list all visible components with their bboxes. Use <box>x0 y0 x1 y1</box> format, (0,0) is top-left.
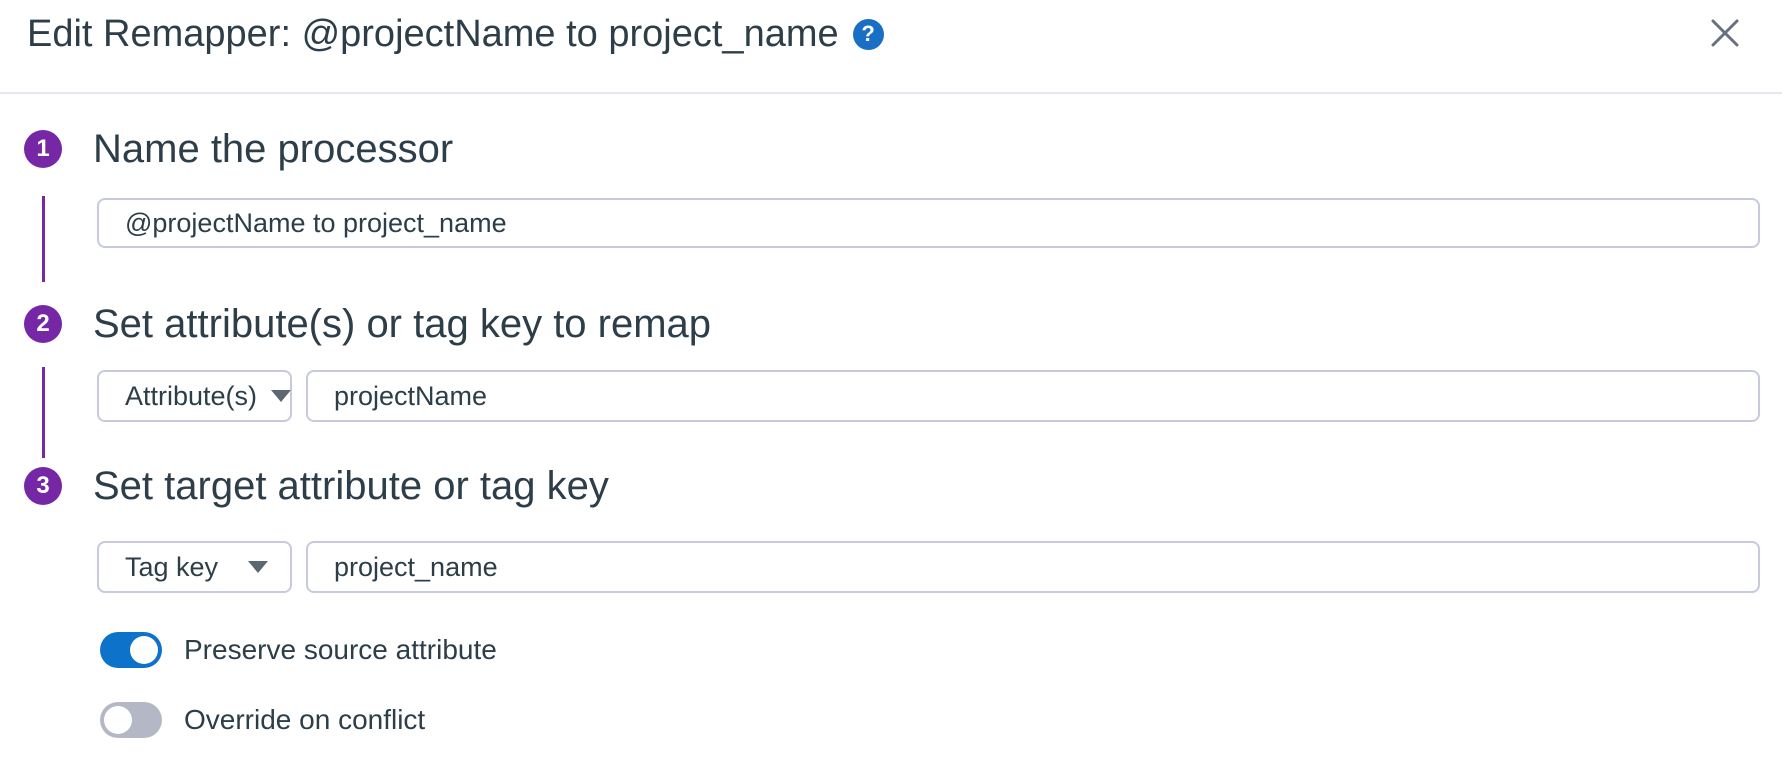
step-1-title: Name the processor <box>93 127 454 171</box>
modal-header: Edit Remapper: @projectName to project_n… <box>0 0 1782 94</box>
step-3-number: 3 <box>36 472 50 499</box>
source-attribute-input[interactable] <box>306 370 1760 422</box>
processor-name-input[interactable] <box>97 198 1760 248</box>
preserve-source-row: Preserve source attribute <box>100 632 497 668</box>
step-3-badge: 3 <box>24 467 62 505</box>
close-button[interactable] <box>1708 16 1742 50</box>
chevron-down-icon <box>271 390 292 402</box>
step-1-number: 1 <box>36 135 50 162</box>
help-icon-glyph: ? <box>861 21 875 46</box>
step-2-number: 2 <box>36 310 50 337</box>
override-conflict-label: Override on conflict <box>184 704 426 735</box>
override-conflict-toggle[interactable] <box>100 702 162 738</box>
step-1-badge: 1 <box>24 130 62 168</box>
target-type-dropdown[interactable]: Tag key <box>97 541 292 593</box>
step-connector-2 <box>42 367 45 458</box>
step-2-title: Set attribute(s) or tag key to remap <box>93 302 712 346</box>
help-icon[interactable]: ? <box>852 18 884 50</box>
toggle-knob <box>104 706 132 734</box>
step-connector-1 <box>42 196 45 282</box>
header-divider <box>0 92 1782 94</box>
preserve-source-toggle[interactable] <box>100 632 162 668</box>
target-type-selected: Tag key <box>125 551 219 582</box>
step-2-badge: 2 <box>24 305 62 343</box>
target-attribute-input[interactable] <box>306 541 1760 593</box>
toggle-knob <box>130 636 158 664</box>
step-3-title: Set target attribute or tag key <box>93 464 609 508</box>
chevron-down-icon <box>248 561 268 573</box>
source-type-dropdown[interactable]: Attribute(s) <box>97 370 292 422</box>
override-conflict-row: Override on conflict <box>100 702 425 738</box>
close-icon <box>1711 19 1739 47</box>
modal-title: Edit Remapper: @projectName to project_n… <box>27 13 839 55</box>
source-type-selected: Attribute(s) <box>125 380 258 411</box>
preserve-source-label: Preserve source attribute <box>184 634 497 665</box>
